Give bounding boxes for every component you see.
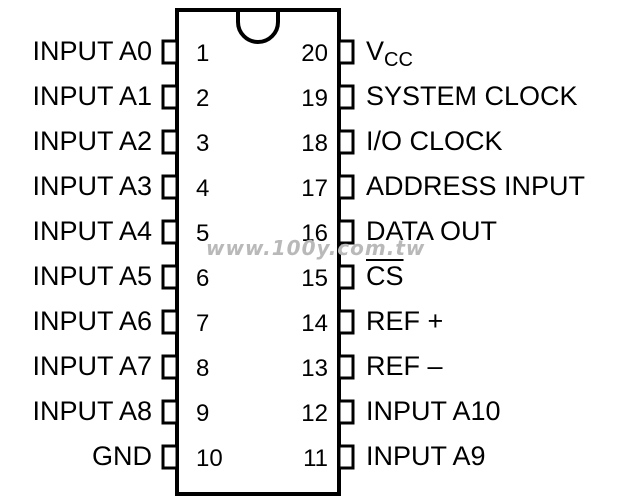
pin-number: 2 [196, 85, 210, 112]
right-pin-stub [337, 399, 355, 425]
right-pin-stub [337, 444, 355, 470]
pin-number: 15 [301, 265, 328, 292]
left-pin-stub [161, 219, 179, 245]
pin-label: INPUT A0 [32, 36, 152, 66]
left-pin-stub [161, 84, 179, 110]
pin-label: INPUT A3 [32, 171, 152, 201]
pin-number: 16 [301, 220, 328, 247]
pin-number: 10 [196, 445, 223, 472]
pin-label: REF – [366, 351, 443, 381]
pin-number: 4 [196, 175, 210, 202]
pin1-notch [236, 12, 280, 44]
right-pin-stub [337, 309, 355, 335]
pin-number: 7 [196, 310, 210, 337]
left-pin-stub [161, 309, 179, 335]
pin-label: INPUT A8 [32, 396, 152, 426]
pin-number: 12 [301, 400, 328, 427]
pin-number: 11 [303, 445, 328, 472]
right-pin-stub [337, 174, 355, 200]
chip-body [175, 8, 341, 496]
left-pin-stub [161, 354, 179, 380]
pin-number: 6 [196, 265, 210, 292]
right-pin-stub [337, 84, 355, 110]
pin-number: 17 [301, 175, 328, 202]
pin-label-text: DATA OUT [366, 216, 498, 246]
pin-number: 13 [301, 355, 328, 382]
pin-label: INPUT A4 [32, 216, 152, 246]
pin-label-text: INPUT A10 [366, 396, 501, 426]
pin-label-text: ADDRESS INPUT [366, 171, 586, 201]
pin-label-text: REF – [366, 351, 443, 381]
pin-number: 8 [196, 355, 210, 382]
pin-label: I/O CLOCK [366, 126, 503, 156]
pin-label: GND [92, 441, 152, 471]
pin-label: INPUT A1 [32, 81, 152, 111]
pin-label: INPUT A6 [32, 306, 152, 336]
pin-number: 5 [196, 220, 210, 247]
pin-label: DATA OUT [366, 216, 497, 246]
pin-label: INPUT A9 [366, 441, 486, 471]
pin-label: ADDRESS INPUT [366, 171, 585, 201]
right-pin-stub [337, 264, 355, 290]
pin-label: VCC [366, 36, 413, 75]
pin-stubs [161, 39, 355, 470]
left-pin-stub [161, 399, 179, 425]
pin-number: 1 [196, 40, 210, 67]
pin-label-text: I/O CLOCK [366, 126, 503, 156]
left-pin-stub [161, 174, 179, 200]
left-pin-stub [161, 39, 179, 65]
pin-label-text: V [366, 36, 385, 66]
left-pin-stub [161, 129, 179, 155]
watermark: www.100y.com.tw [206, 236, 426, 260]
pin-label: INPUT A5 [32, 261, 152, 291]
left-pin-stub [161, 264, 179, 290]
pin-number: 3 [196, 130, 210, 157]
right-pin-stub [337, 219, 355, 245]
pin-number: 19 [301, 85, 328, 112]
pin-label: SYSTEM CLOCK [366, 81, 578, 111]
pin-label-text: INPUT A9 [366, 441, 486, 471]
right-pin-stub [337, 129, 355, 155]
pin-number: 14 [301, 310, 328, 337]
pin-number: 9 [196, 400, 210, 427]
left-pin-stub [161, 444, 179, 470]
pin-label-text: REF + [366, 306, 444, 336]
pin-label: INPUT A10 [366, 396, 501, 426]
right-pin-stub [337, 39, 355, 65]
pin-label-text: SYSTEM CLOCK [366, 81, 578, 111]
pin-number: 20 [301, 40, 328, 67]
pin-label-subscript: CC [384, 49, 413, 71]
pin-number: 18 [301, 130, 328, 157]
pin-label: INPUT A2 [32, 126, 152, 156]
right-pin-stub [337, 354, 355, 380]
pin-label-text: CS [366, 261, 404, 291]
pin-label: INPUT A7 [32, 351, 152, 381]
pin-label: REF + [366, 306, 443, 336]
pin-label: CS [366, 261, 404, 291]
